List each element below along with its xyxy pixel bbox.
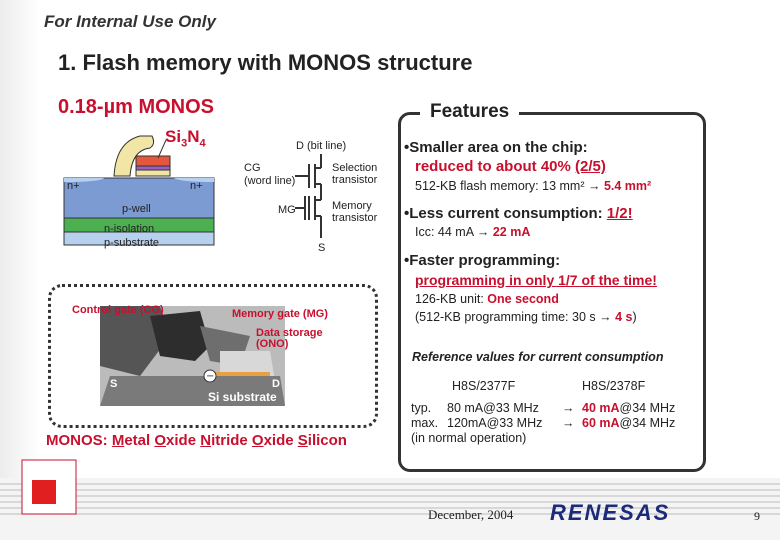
inset-cg-label: Control gate (CG) <box>72 304 164 316</box>
inset-d-label: D <box>272 378 280 390</box>
feature-3-detail-2: (512-KB programming time: 30 s → 4 s) <box>415 310 637 324</box>
inset-data-storage-label: Data storage(ONO) <box>256 327 323 350</box>
psubstrate-label: p-substrate <box>104 237 160 249</box>
monos-cross-section <box>63 135 215 246</box>
si3n4-label: Si3N4 <box>165 127 206 150</box>
np-left-label: n+ <box>67 180 80 192</box>
ref-note: (in normal operation) <box>411 431 527 445</box>
ref-max-label: max. <box>411 416 439 430</box>
slide-title: 1. Flash memory with MONOS structure <box>58 50 473 75</box>
ref-max-v1: 120mA@33 MHz <box>447 416 543 430</box>
ref-max-arrow: → <box>562 416 575 430</box>
feature-1-detail: 512-KB flash memory: 13 mm² → 5.4 mm² <box>415 179 652 193</box>
footer-date: December, 2004 <box>428 507 514 522</box>
monos-definition: MONOS: Metal Oxide Nitride Oxide Silicon <box>46 432 347 449</box>
feature-1-red: reduced to about 40% (2/5) <box>415 158 606 175</box>
slide-subtitle: 0.18-µm MONOS <box>58 96 215 118</box>
feature-3-heading: •Faster programming: <box>404 252 561 269</box>
page-number: 9 <box>754 509 760 523</box>
renesas-logo: RENESAS <box>550 500 671 525</box>
tem-frame <box>48 284 378 428</box>
confidential-label: For Internal Use Only <box>44 12 216 31</box>
cg-label: CG <box>244 162 261 174</box>
ref-max-v2: 60 mA@34 MHz <box>582 416 676 430</box>
inset-s-label: S <box>110 378 118 390</box>
mg-label: MG <box>278 204 296 216</box>
np-right-label: n+ <box>190 180 203 192</box>
tem-image: − <box>100 306 285 406</box>
svg-text:−: − <box>206 371 214 382</box>
features-title: Features <box>420 101 520 123</box>
ref-col-1: H8S/2377F <box>452 379 516 393</box>
ref-typ-v2: 40 mA@34 MHz <box>582 401 676 415</box>
ref-typ-label: typ. <box>411 401 432 415</box>
feature-1-heading: •Smaller area on the chip: <box>404 139 588 156</box>
d-bit-line-label: D (bit line) <box>296 140 347 152</box>
ref-col-2: H8S/2378F <box>582 379 646 393</box>
s-label: S <box>318 242 326 254</box>
ref-typ-arrow: → <box>562 401 575 415</box>
reference-title: Reference values for current consumption <box>412 350 664 364</box>
features-box <box>398 112 706 472</box>
inset-mg-label: Memory gate (MG) <box>232 308 328 320</box>
pwell-label: p-well <box>122 203 151 215</box>
feature-2-heading: •Less current consumption: 1/2! <box>404 205 633 222</box>
feature-2-detail: Icc: 44 mA → 22 mA <box>415 225 531 239</box>
inset-si-substrate-label: Si substrate <box>208 390 277 404</box>
ref-typ-v1: 80 mA@33 MHz <box>447 401 539 415</box>
word-line-label: (word line) <box>244 175 296 187</box>
nisolation-label: n-isolation <box>104 223 155 235</box>
feature-3-detail-1: 126-KB unit: One second <box>415 292 559 306</box>
feature-3-red: programming in only 1/7 of the time! <box>415 272 657 288</box>
memory-cell-circuit <box>295 154 322 238</box>
